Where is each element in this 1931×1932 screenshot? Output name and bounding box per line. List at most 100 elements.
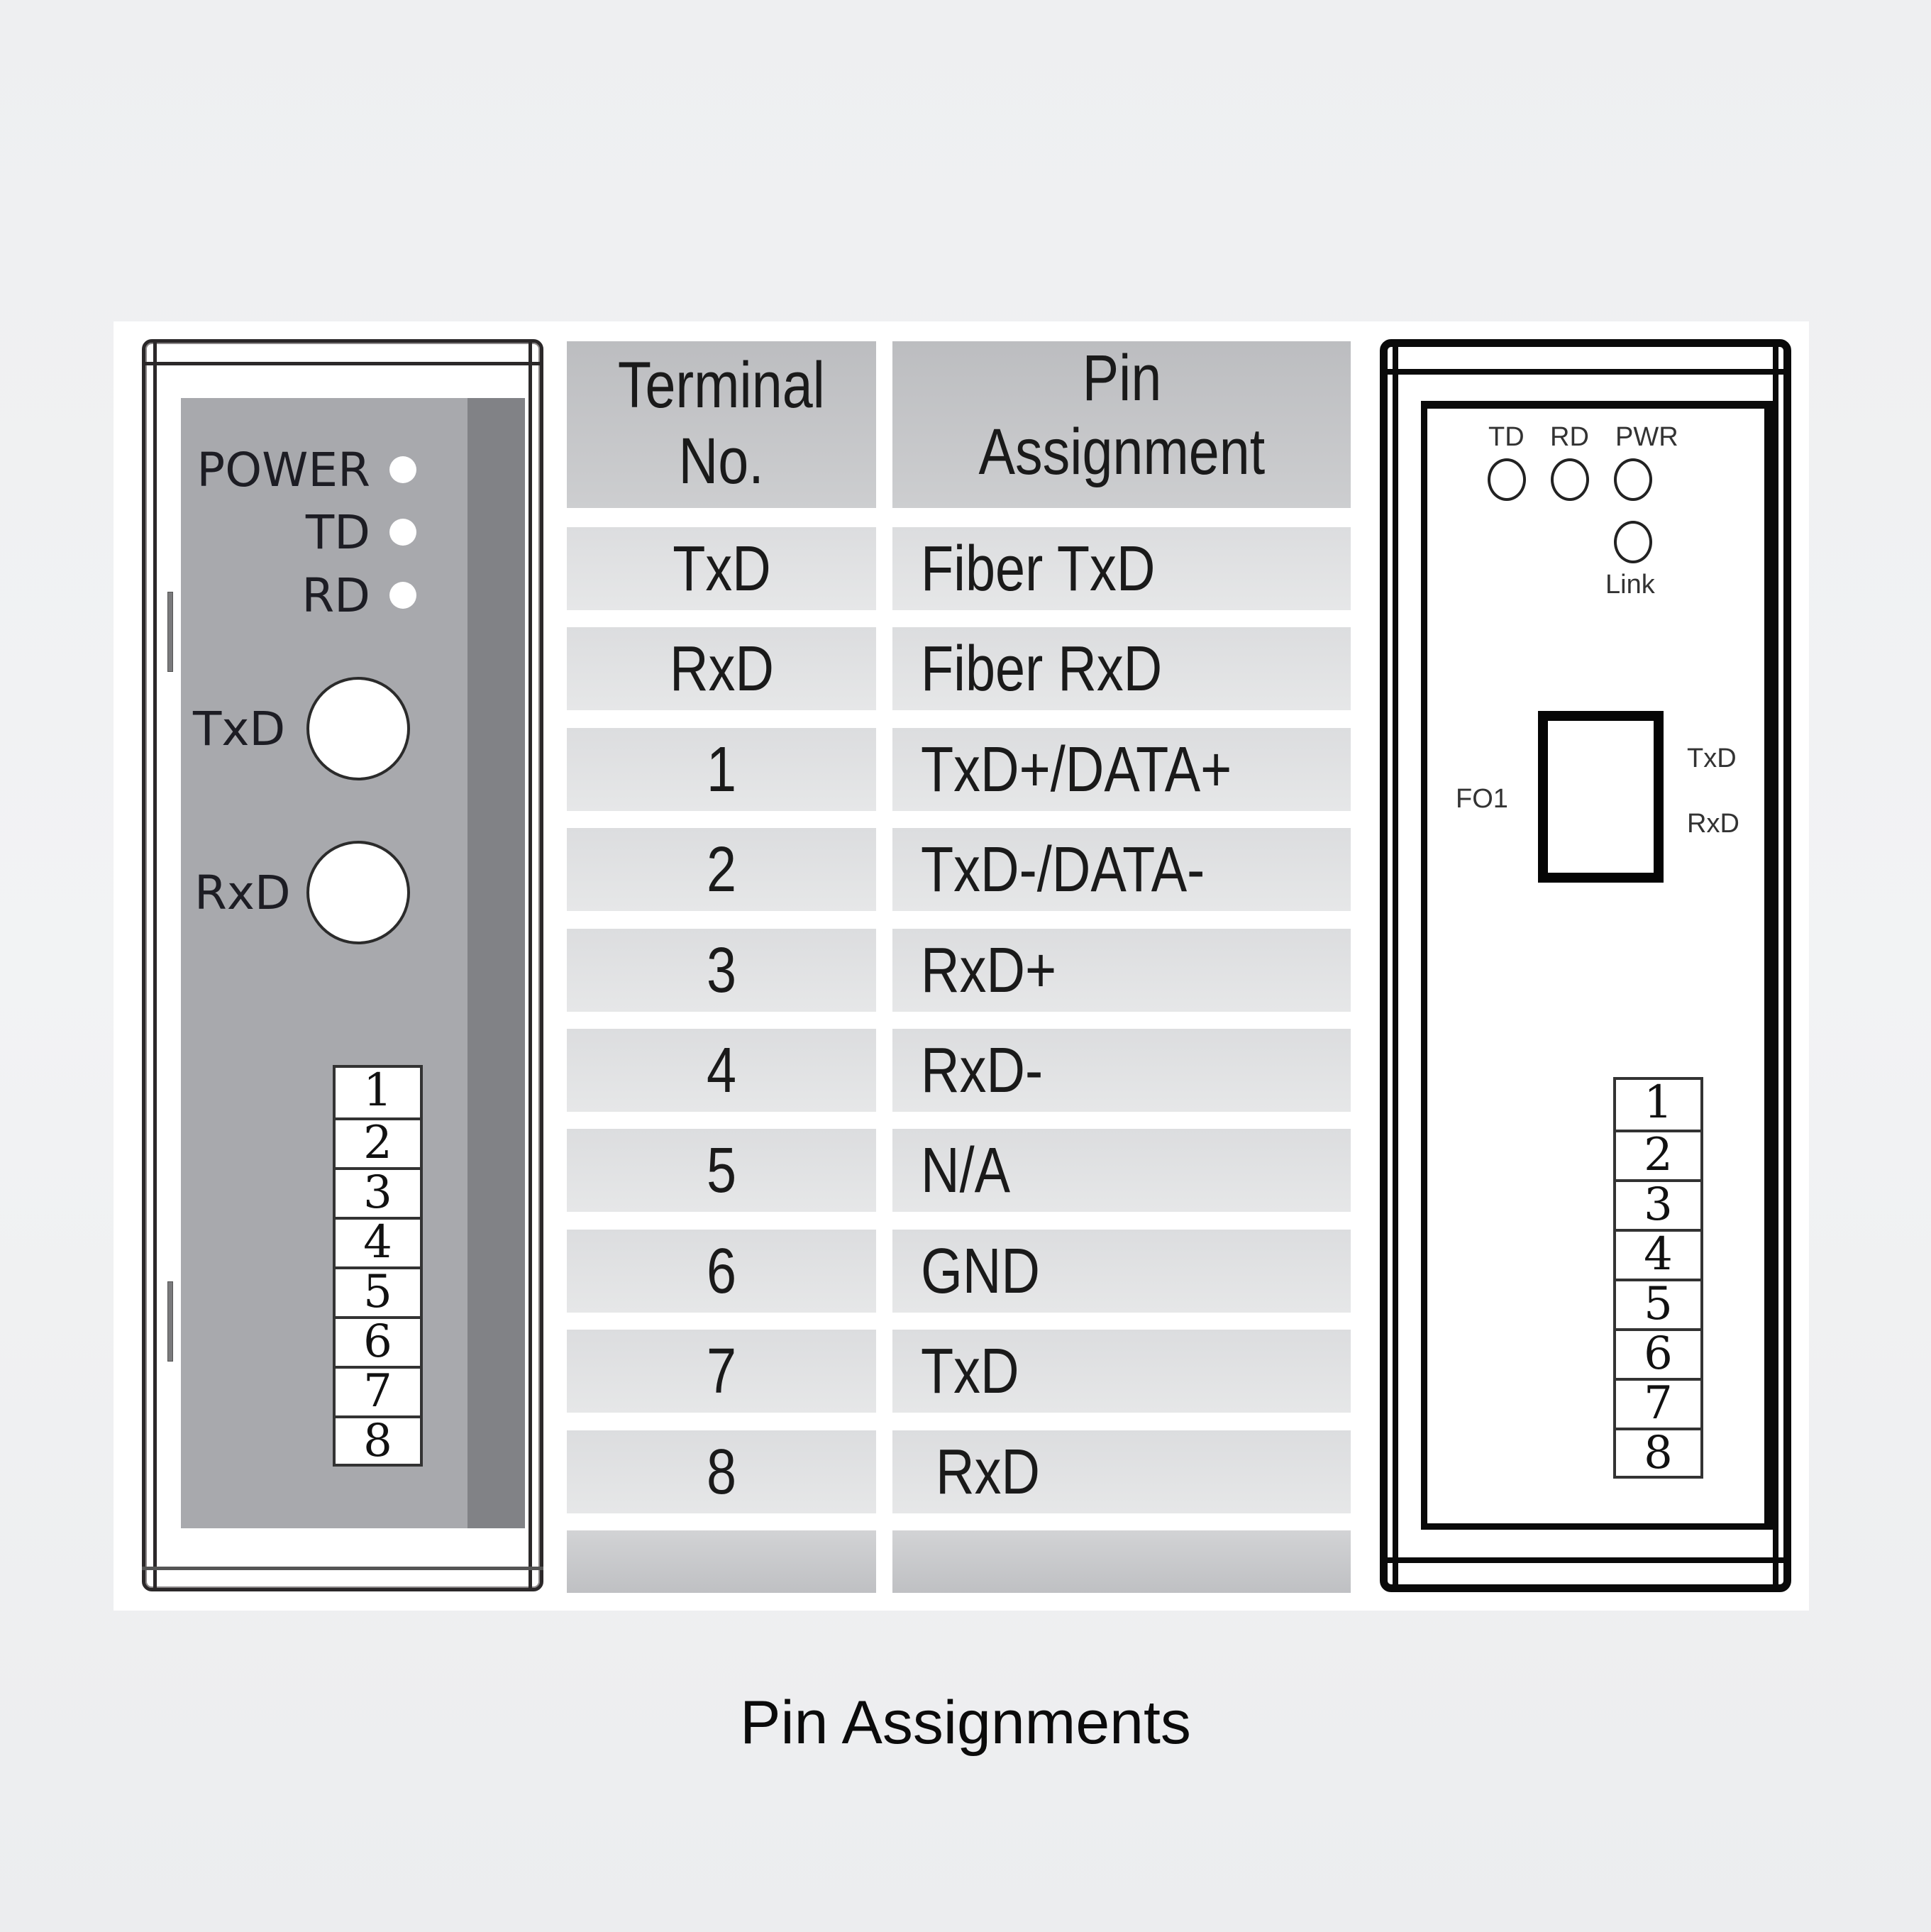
header-terminal-line2: No.	[678, 425, 765, 497]
table-row-assignment: N/A	[892, 1129, 1351, 1212]
port-label-txd: TxD	[1687, 744, 1737, 773]
pwr-led-icon	[1614, 458, 1652, 501]
table-footer-cell	[567, 1530, 876, 1593]
terminal-pin: 4	[1616, 1229, 1700, 1281]
led-label-td: TD	[305, 505, 370, 560]
led-label-link: Link	[1605, 570, 1655, 600]
rxd-connector-icon	[306, 841, 410, 944]
terminal-cell: TxD	[672, 534, 771, 605]
table-row-terminal: RxD	[567, 627, 876, 710]
td-led-icon	[389, 519, 416, 546]
led-label-pwr: PWR	[1615, 422, 1678, 452]
rd-led-icon	[389, 582, 416, 609]
fiber-port-icon	[1538, 711, 1664, 883]
port-label-rxd: RxD	[1687, 809, 1739, 839]
left-device-bottom-rail	[142, 1567, 543, 1570]
right-terminal-block: 1 2 3 4 5 6 7 8	[1613, 1077, 1703, 1479]
right-device-inner-rail-left	[1393, 339, 1398, 1592]
table-row-terminal: 5	[567, 1129, 876, 1212]
figure-caption: Pin Assignments	[740, 1689, 1191, 1757]
td-led-icon	[1488, 458, 1526, 501]
table-row-assignment: RxD-	[892, 1029, 1351, 1112]
terminal-cell: 4	[706, 1035, 737, 1106]
table-row-terminal: 4	[567, 1029, 876, 1112]
header-terminal-no: Terminal No.	[567, 341, 876, 508]
table-row-terminal: 1	[567, 728, 876, 811]
table-row-terminal: 3	[567, 929, 876, 1012]
terminal-cell: 6	[706, 1236, 737, 1307]
left-device-clip-icon	[167, 592, 173, 672]
connector-label-rxd: RxD	[194, 866, 291, 920]
txd-connector-icon	[306, 677, 410, 780]
terminal-cell: 5	[706, 1135, 737, 1206]
header-pin-assignment: Pin Assignment	[892, 341, 1351, 508]
table-row-assignment: TxD+/DATA+	[892, 728, 1351, 811]
table-row-assignment: Fiber RxD	[892, 627, 1351, 710]
left-device-clip-icon	[167, 1281, 173, 1362]
terminal-cell: RxD	[669, 634, 774, 705]
terminal-cell: 3	[706, 935, 737, 1006]
assignment-cell: TxD+/DATA+	[921, 734, 1232, 805]
table-row-assignment: Fiber TxD	[892, 527, 1351, 610]
table-row-terminal: 6	[567, 1230, 876, 1313]
table-row-terminal: 2	[567, 828, 876, 911]
table-row-assignment: GND	[892, 1230, 1351, 1313]
power-led-icon	[389, 456, 416, 483]
terminal-cell: 7	[706, 1336, 737, 1407]
assignment-cell: RxD-	[921, 1035, 1044, 1106]
terminal-cell: 8	[706, 1437, 737, 1508]
led-label-power: POWER	[197, 443, 370, 497]
table-footer-cell	[892, 1530, 1351, 1593]
terminal-pin: 2	[1616, 1130, 1700, 1182]
terminal-pin: 3	[336, 1167, 420, 1220]
left-device-outer-frame	[142, 339, 543, 1591]
port-label-fo1: FO1	[1456, 784, 1508, 814]
terminal-pin: 7	[1616, 1378, 1700, 1430]
right-device-top-rail	[1380, 369, 1791, 375]
table-row-assignment: RxD+	[892, 929, 1351, 1012]
table-row-terminal: 7	[567, 1330, 876, 1413]
right-device-front-panel	[1421, 401, 1777, 1530]
assignment-cell: TxD	[921, 1336, 1019, 1407]
left-device-inner-frame	[153, 339, 532, 1591]
header-pin-line2: Assignment	[978, 416, 1265, 488]
terminal-pin: 1	[1644, 1076, 1673, 1129]
assignment-cell: RxD+	[921, 935, 1057, 1006]
left-terminal-block: 1 2 3 4 5 6 7 8	[333, 1065, 423, 1467]
terminal-cell: 1	[706, 734, 737, 805]
terminal-pin: 2	[336, 1117, 420, 1170]
table-row-terminal: TxD	[567, 527, 876, 610]
terminal-pin: 1	[363, 1064, 392, 1117]
rd-led-icon	[1551, 458, 1589, 501]
header-pin-line1: Pin	[1082, 342, 1161, 414]
terminal-pin: 5	[1616, 1279, 1700, 1331]
assignment-cell: GND	[921, 1236, 1040, 1307]
terminal-pin: 8	[336, 1415, 420, 1468]
left-device-top-rail	[142, 362, 543, 365]
terminal-pin: 6	[336, 1316, 420, 1369]
table-row-assignment: TxD	[892, 1330, 1351, 1413]
assignment-cell: Fiber TxD	[921, 534, 1156, 605]
led-label-rd: RD	[1550, 422, 1589, 452]
terminal-pin: 6	[1616, 1328, 1700, 1381]
terminal-pin: 3	[1616, 1179, 1700, 1232]
right-device-bottom-rail	[1380, 1557, 1791, 1563]
led-label-rd: RD	[301, 568, 370, 623]
link-led-icon	[1614, 521, 1652, 563]
terminal-pin: 7	[336, 1366, 420, 1418]
assignment-cell: TxD-/DATA-	[921, 834, 1205, 905]
connector-label-txd: TxD	[193, 702, 286, 756]
assignment-cell: Fiber RxD	[921, 634, 1163, 705]
table-row-assignment: RxD	[892, 1430, 1351, 1513]
left-device-side-stripe	[467, 398, 525, 1528]
terminal-pin: 8	[1616, 1428, 1700, 1480]
terminal-pin: 4	[336, 1217, 420, 1269]
led-label-td: TD	[1488, 422, 1525, 452]
assignment-cell: RxD	[921, 1437, 1040, 1508]
assignment-cell: N/A	[921, 1135, 1011, 1206]
table-row-terminal: 8	[567, 1430, 876, 1513]
terminal-pin: 5	[336, 1266, 420, 1319]
table-row-assignment: TxD-/DATA-	[892, 828, 1351, 911]
terminal-cell: 2	[706, 834, 737, 905]
right-device-outer-frame	[1380, 339, 1791, 1592]
